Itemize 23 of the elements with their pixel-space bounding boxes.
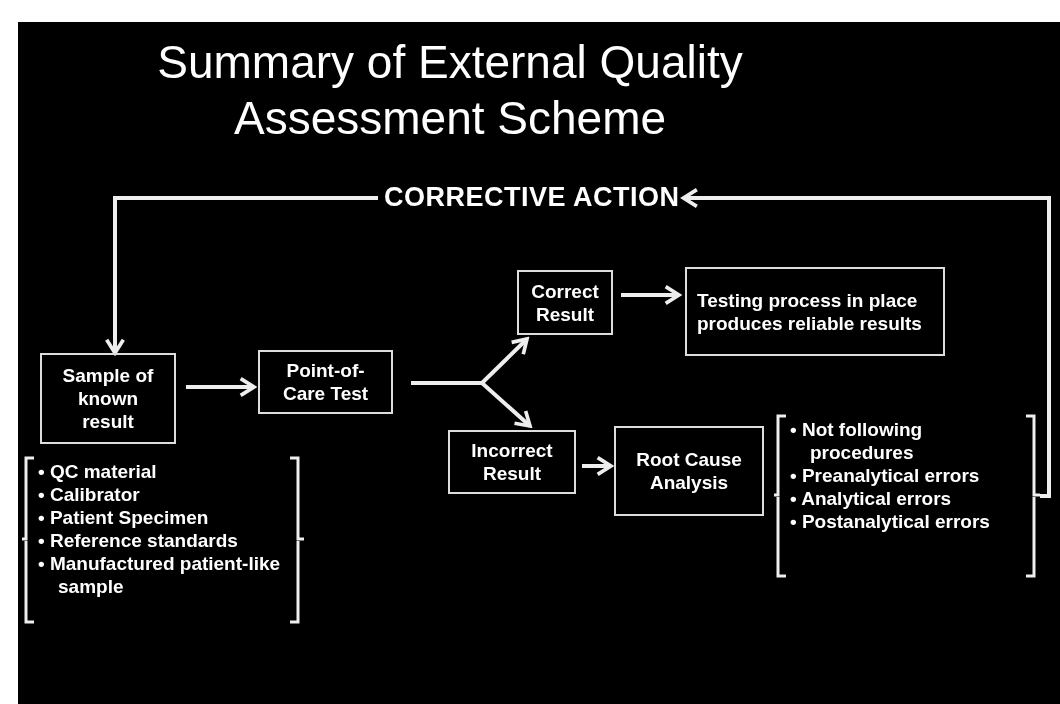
process-box: Incorrect Result xyxy=(448,430,576,494)
process-box: Sample of known result xyxy=(40,353,176,444)
arrow xyxy=(681,187,1051,498)
list-item: • Preanalytical errors xyxy=(790,464,981,487)
process-box: Testing process in place produces reliable results xyxy=(685,267,945,356)
list-item: • Not following procedures xyxy=(790,418,924,464)
process-box: Correct Result xyxy=(517,270,613,335)
title: Summary of External Quality Assessment Scheme xyxy=(156,35,744,146)
list-item: • Calibrator xyxy=(38,483,141,506)
process-box: Point-of-Care Test xyxy=(258,350,393,414)
list-item: • Patient Specimen xyxy=(38,506,210,529)
process-box: Root Cause Analysis xyxy=(614,426,764,516)
list-item: • Manufactured patient-like sample xyxy=(38,552,282,598)
list-item: • Analytical errors xyxy=(790,487,953,510)
arrow xyxy=(582,455,613,477)
arrow xyxy=(186,376,256,398)
list-item: • QC material xyxy=(38,460,158,483)
list-item: • Postanalytical errors xyxy=(790,510,991,533)
heading-label: CORRECTIVE ACTION xyxy=(384,182,680,214)
list-item: • Reference standards xyxy=(38,529,239,552)
arrow xyxy=(621,284,681,306)
arrow xyxy=(411,381,532,428)
arrow xyxy=(104,196,378,355)
